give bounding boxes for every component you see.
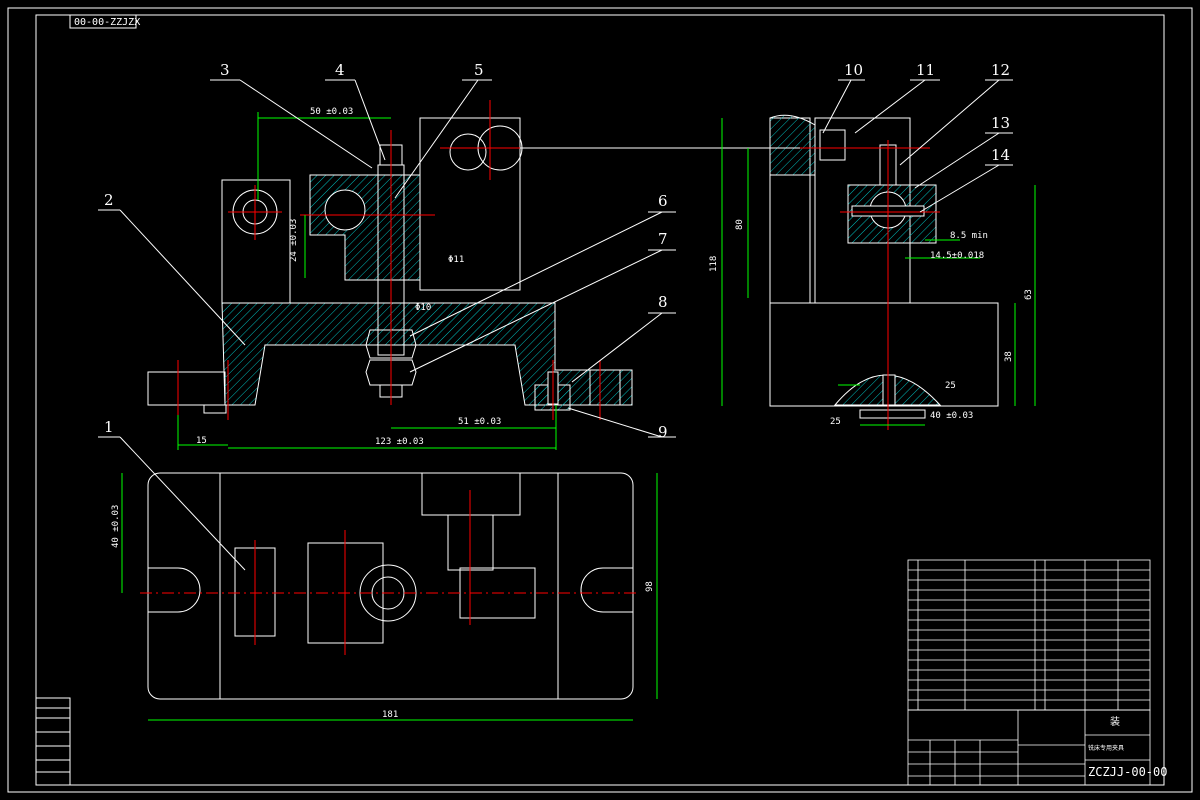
dim-15: 15 — [196, 436, 207, 446]
dim-8-5: 8.5 min — [950, 231, 988, 241]
corner-tag-text: 00-00-ZZJZX — [74, 17, 140, 28]
callout-2: 2 — [104, 191, 114, 209]
leaders — [98, 79, 1013, 571]
callout-9: 9 — [658, 423, 668, 441]
callout-12: 12 — [991, 61, 1010, 79]
dim-25-b: 25 — [830, 417, 841, 427]
dim-24: 24 ±0.03 — [289, 219, 299, 262]
dim-80: 80 — [735, 219, 745, 230]
dim-14-5: 14.5±0.018 — [930, 251, 984, 261]
callout-labels: 3 4 5 2 6 7 8 9 1 10 11 12 13 14 — [104, 61, 1010, 441]
dim-phi10: Φ10 — [415, 303, 431, 313]
callout-14: 14 — [991, 146, 1010, 164]
callout-4: 4 — [335, 61, 345, 79]
callout-3: 3 — [220, 61, 230, 79]
dim-123: 123 ±0.03 — [375, 437, 424, 447]
callout-8: 8 — [658, 293, 668, 311]
top-view: 181 40 ±0.03 98 — [111, 472, 658, 721]
dim-38: 38 — [1004, 351, 1014, 362]
corner-tag: 00-00-ZZJZX — [69, 14, 140, 29]
callout-1: 1 — [104, 418, 114, 436]
callout-5: 5 — [474, 61, 484, 79]
callout-13: 13 — [991, 114, 1010, 132]
front-view: 50 ±0.03 24 ±0.03 Φ11 Φ10 51 ±0.03 15 12… — [147, 100, 633, 450]
title-block — [907, 709, 1151, 786]
drawing-title: 铣床专用夹具 — [1088, 744, 1124, 752]
dim-98: 98 — [645, 581, 655, 592]
dim-118: 118 — [709, 256, 719, 272]
callout-6: 6 — [658, 192, 668, 210]
dim-181: 181 — [382, 710, 398, 720]
dim-phi11: Φ11 — [448, 255, 464, 265]
dim-51: 51 ±0.03 — [458, 417, 501, 427]
dim-50: 50 ±0.03 — [310, 107, 353, 117]
title-cell: 装 — [1110, 715, 1120, 728]
drawing-number: ZCZJJ-00-00 — [1088, 765, 1167, 779]
callout-11: 11 — [916, 61, 935, 79]
side-view: 118 80 38 63 8.5 min 14.5±0.018 25 25 40… — [520, 114, 1036, 430]
dim-25-a: 25 — [945, 381, 956, 391]
parts-list — [907, 559, 1151, 711]
dim-63: 63 — [1024, 289, 1034, 300]
dim-40-side: 40 ±0.03 — [930, 411, 973, 421]
left-revision-table — [35, 697, 71, 786]
callout-7: 7 — [658, 230, 668, 248]
drawing-border — [7, 7, 1193, 793]
callout-10: 10 — [844, 61, 863, 79]
dim-40-top: 40 ±0.03 — [111, 505, 121, 548]
